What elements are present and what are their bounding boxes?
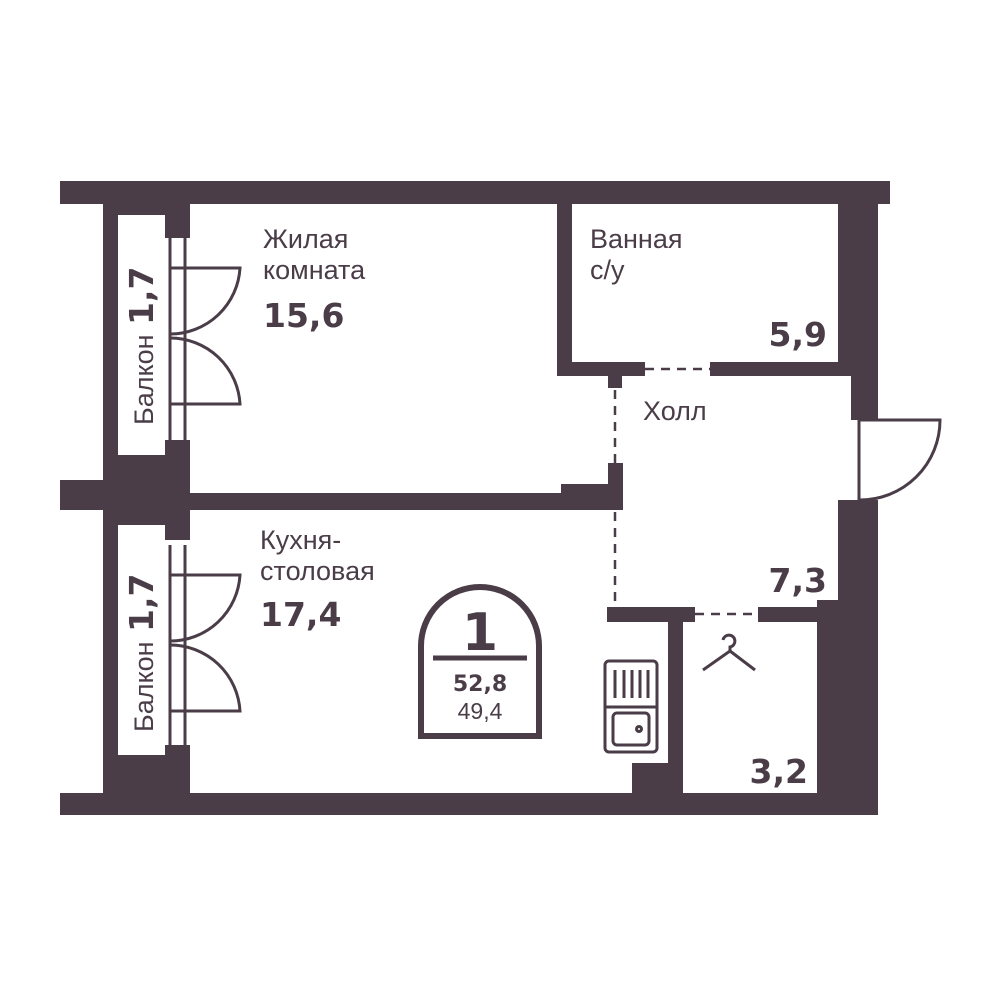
balcony-bottom-name: Балкон [129,641,159,732]
bathroom-name: Ванная [590,224,682,254]
balcony-top-area: 1,7 [122,267,161,325]
bathroom-name-2: с/у [590,255,625,285]
balcony-door-bottom[interactable] [168,545,242,745]
badge-rooms: 1 [462,603,498,663]
hanger-icon [702,633,756,672]
living-room-name: Жилая [263,224,348,254]
balcony-top-name: Балкон [129,334,159,425]
kitchen-area: 17,4 [260,595,341,634]
walls [60,181,890,815]
dashed-openings [613,367,758,616]
balcony-door-top[interactable] [168,238,242,440]
living-room-name-2: комната [263,255,366,285]
hall-area: 7,3 [769,561,827,600]
balcony-bottom-area: 1,7 [122,574,161,632]
entrance-door[interactable] [857,418,942,502]
kitchen-name: Кухня- [260,525,341,555]
sink-icon [603,659,659,754]
kitchen-name-2: столовая [260,556,375,586]
bathroom-area: 5,9 [769,315,827,354]
living-room-area: 15,6 [263,296,344,335]
hall-name: Холл [643,396,707,426]
badge-total-area: 52,8 [453,672,507,697]
wardrobe-area: 3,2 [750,752,808,791]
badge-living-area: 49,4 [458,698,503,724]
apartment-badge: 1 52,8 49,4 [418,584,542,739]
